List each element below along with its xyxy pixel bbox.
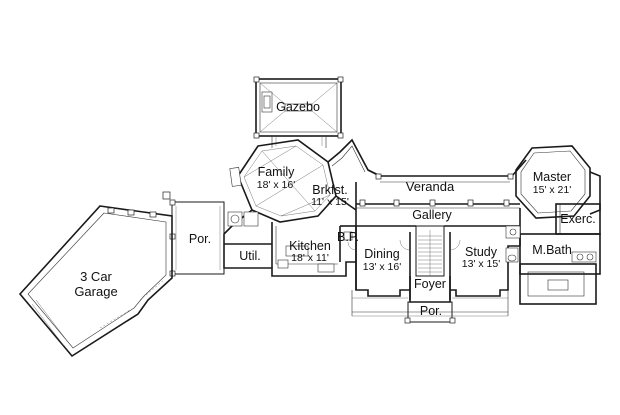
garage-label: 3 Car: [80, 269, 112, 284]
study-size: 13' x 15': [462, 258, 500, 270]
dining-size: 13' x 16': [363, 261, 401, 273]
mbath-label: M.Bath: [532, 243, 572, 257]
bp-label: B.P.: [337, 230, 359, 244]
garage-walls: [18, 205, 173, 358]
garage-label-2: Garage: [74, 284, 117, 299]
gazebo-label: Gazebo: [276, 100, 320, 114]
gazebo-structure: [253, 76, 344, 148]
brkfst-label: Brkfst.: [312, 183, 347, 197]
study-label: Study: [465, 245, 498, 259]
veranda-label: Veranda: [406, 179, 455, 194]
kitchen-walls: [223, 209, 357, 277]
foyer-label: Foyer: [414, 277, 446, 291]
room-labels: Gazebo Family 18' x 16' Brkfst. 11' x 15…: [74, 100, 595, 318]
family-label: Family: [258, 165, 296, 179]
kitchen-label: Kitchen: [289, 239, 331, 253]
master-walls: [515, 145, 601, 219]
master-bath-walls: [505, 225, 601, 305]
gallery-label: Gallery: [412, 208, 452, 222]
front-porch-label: Por.: [420, 304, 442, 318]
front-porch-walls: [351, 290, 509, 324]
family-room-walls: [229, 139, 337, 223]
family-size: 18' x 16': [257, 179, 295, 191]
dining-label: Dining: [364, 247, 399, 261]
kitchen-size: 18' x 11': [291, 252, 329, 264]
util-label: Util.: [239, 249, 261, 263]
left-porch-label: Por.: [189, 232, 211, 246]
master-size: 15' x 21': [533, 184, 571, 196]
brkfst-size: 11' x 15': [311, 196, 349, 208]
veranda-walls: [356, 159, 527, 209]
exerc-label: Exerc.: [560, 212, 595, 226]
master-label: Master: [533, 170, 571, 184]
